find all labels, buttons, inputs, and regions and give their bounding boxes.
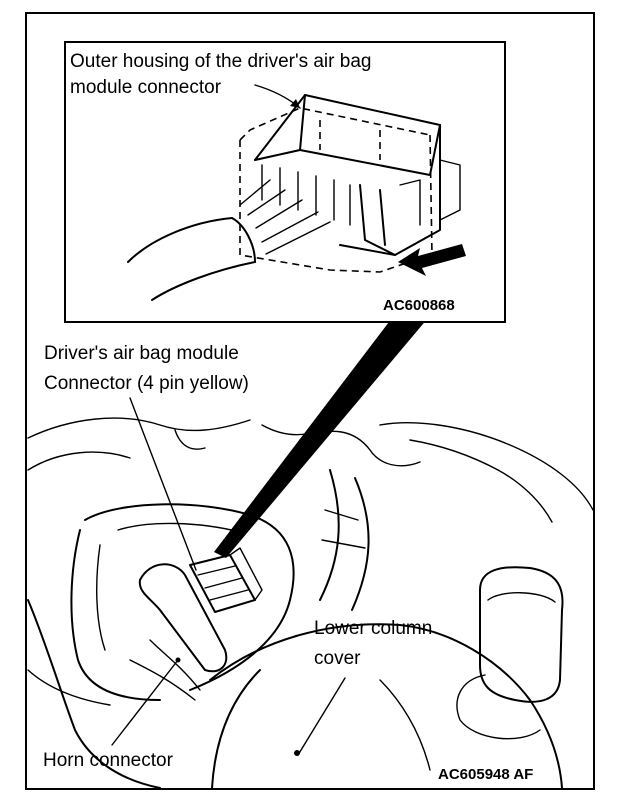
inset-box xyxy=(64,41,506,323)
steering-column-illustration xyxy=(27,417,594,789)
inset-caption-line1: Outer housing of the driver's air bag xyxy=(70,51,371,72)
callout-wedge xyxy=(214,318,428,558)
inset-caption-line2: module connector xyxy=(70,77,222,98)
cover-label-line2: cover xyxy=(314,648,361,669)
connector-label-line1: Driver's air bag module xyxy=(44,343,239,364)
horn-connector-label: Horn connector xyxy=(43,750,174,771)
pull-direction-arrow xyxy=(398,244,466,276)
cover-label-line1: Lower column xyxy=(314,618,432,639)
connector-label-line2: Connector (4 pin yellow) xyxy=(44,373,249,394)
inset-figure-code: AC600868 xyxy=(383,297,455,314)
main-figure-code: AC605948 AF xyxy=(438,766,533,783)
